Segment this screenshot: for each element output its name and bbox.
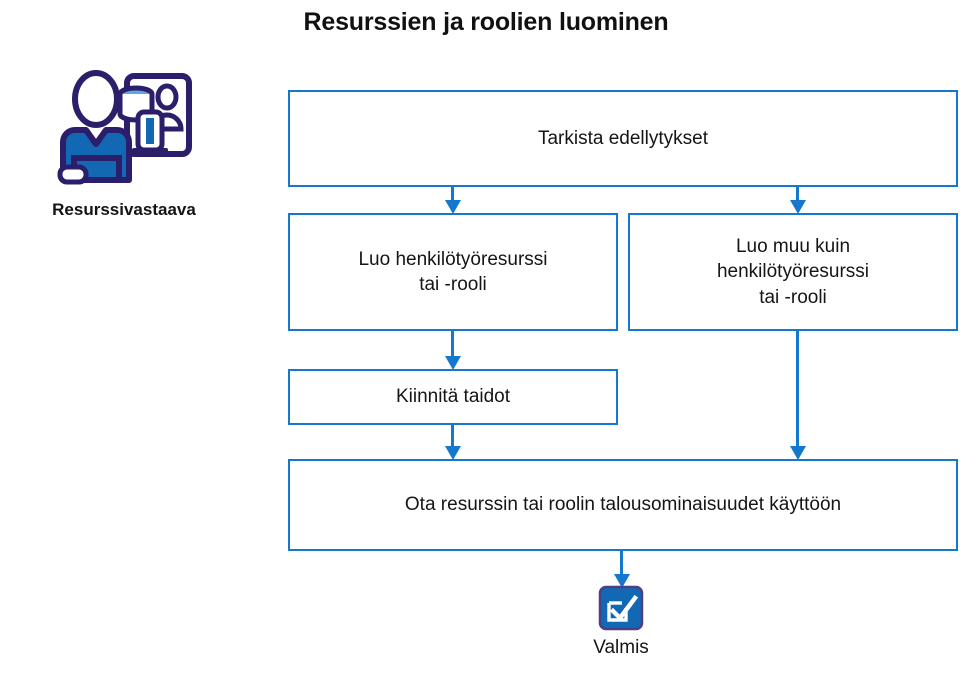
- arrow-nonperson-to-financials: [796, 331, 799, 447]
- end-node: Valmis: [560, 585, 682, 675]
- arrow-financials-to-end: [620, 551, 623, 575]
- flow-node-enable-financials-label: Ota resurssin tai roolin talousominaisuu…: [404, 494, 842, 516]
- end-node-label: Valmis: [593, 637, 649, 658]
- page-title: Resurssien ja roolien luominen: [303, 8, 669, 36]
- resource-manager-icon: [54, 68, 194, 190]
- actor-label: Resurssivastaava: [52, 200, 196, 219]
- flow-node-attach-skills[interactable]: Kiinnitä taidot: [288, 369, 618, 425]
- flow-node-create-nonperson-resource-label: Luo muu kuin henkilötyöresurssi tai -roo…: [716, 236, 870, 308]
- arrow-skills-to-financials: [451, 425, 454, 447]
- flow-node-attach-skills-label: Kiinnitä taidot: [395, 386, 511, 408]
- actor-resource-manager: Resurssivastaava: [18, 68, 230, 238]
- arrow-person-to-skills: [451, 331, 454, 357]
- arrow-prereq-to-nonperson: [796, 187, 799, 201]
- arrow-prereq-to-person: [451, 187, 454, 201]
- checkbox-checked-icon: [598, 585, 644, 631]
- flow-node-prereq-label: Tarkista edellytykset: [537, 127, 708, 149]
- flow-node-prereq[interactable]: Tarkista edellytykset: [288, 90, 958, 187]
- flow-node-create-person-resource[interactable]: Luo henkilötyöresurssi tai -rooli: [288, 213, 618, 331]
- flow-node-enable-financials[interactable]: Ota resurssin tai roolin talousominaisuu…: [288, 459, 958, 551]
- flow-node-create-person-resource-label: Luo henkilötyöresurssi tai -rooli: [358, 248, 548, 295]
- flow-node-create-nonperson-resource[interactable]: Luo muu kuin henkilötyöresurssi tai -roo…: [628, 213, 958, 331]
